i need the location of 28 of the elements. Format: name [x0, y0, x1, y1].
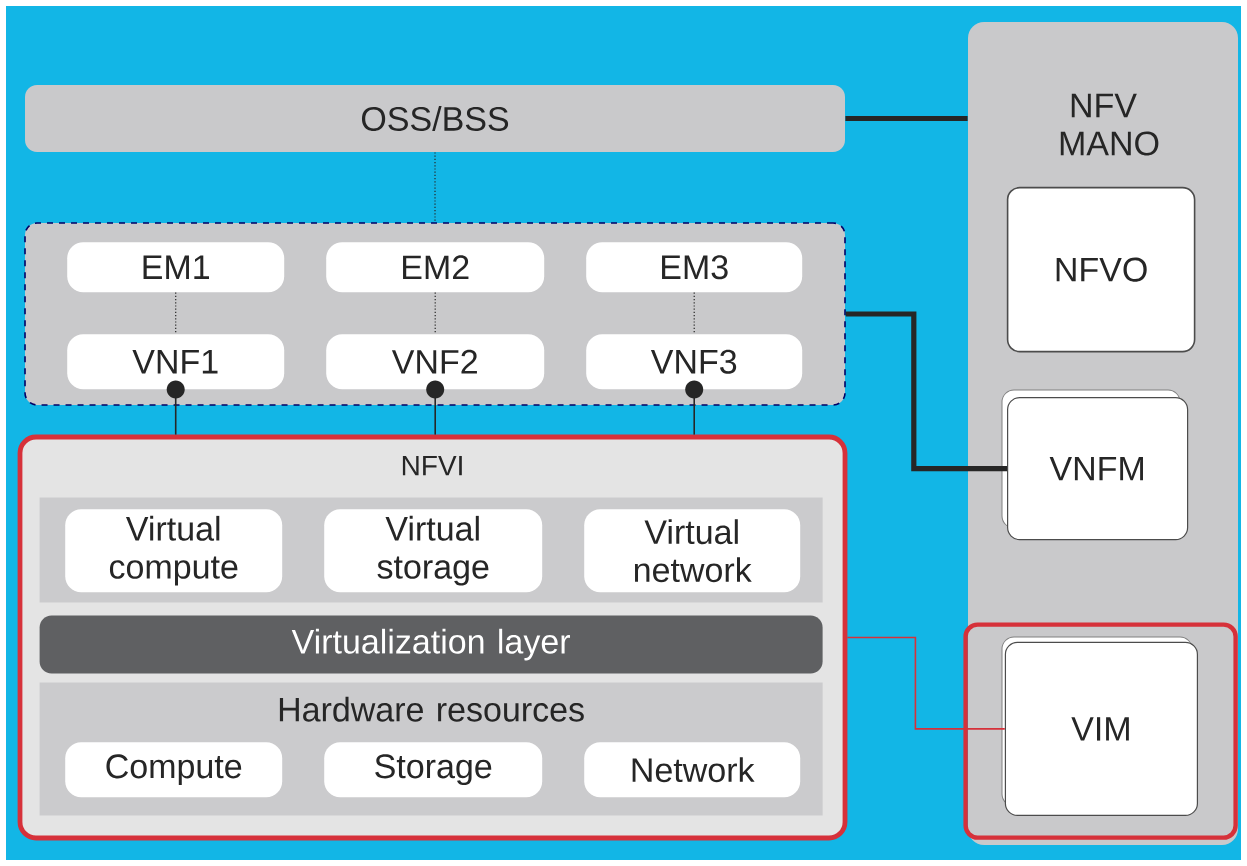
highlight-frame — [963, 622, 1238, 840]
connector — [846, 636, 1006, 730]
connector — [845, 311, 1007, 472]
layer-bar: Virtualization layer — [39, 615, 823, 674]
component-box: EM3 — [586, 242, 803, 293]
component-box: EM2 — [326, 242, 545, 293]
system-bar: OSS/BSS — [25, 85, 845, 152]
component-box: Network — [584, 742, 801, 798]
connector — [693, 292, 695, 335]
component-box: VNF1 — [67, 334, 285, 390]
component-box: Compute — [65, 742, 283, 798]
connector — [175, 292, 177, 335]
connector — [434, 151, 436, 223]
component-box: Virtual compute — [65, 509, 283, 593]
component-box: Storage — [324, 742, 543, 798]
stacked-box: VIM — [1001, 636, 1198, 816]
connector — [434, 292, 436, 335]
stacked-box: VNFM — [1001, 389, 1189, 541]
connector — [426, 380, 445, 436]
connector — [685, 380, 704, 436]
component-box: Virtual storage — [324, 509, 543, 593]
component-box: EM1 — [67, 242, 285, 293]
function-box: NFVO — [1006, 186, 1196, 353]
connector — [166, 380, 185, 436]
connector — [845, 115, 968, 122]
component-box: VNF2 — [326, 334, 545, 390]
component-box: VNF3 — [586, 334, 803, 390]
component-box: Virtual network — [584, 509, 801, 593]
